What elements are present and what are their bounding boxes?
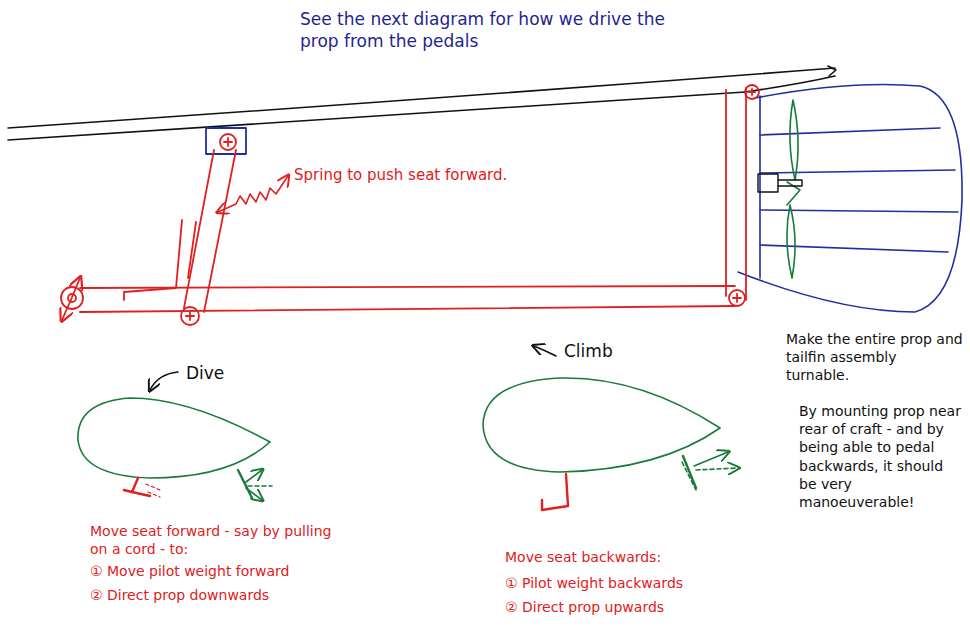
- climb-sketch-stroke: [683, 456, 696, 488]
- seat-frame-stroke: [745, 85, 759, 99]
- seat-frame-stroke: [745, 88, 747, 300]
- propeller: [787, 100, 800, 278]
- seat-frame-stroke: [224, 138, 232, 146]
- instruction: Move seat forward - say by pulling on a …: [90, 522, 340, 558]
- seat-frame-stroke: [733, 294, 741, 302]
- climb-sketch-stroke: [542, 474, 568, 510]
- list-item: ② Direct prop upwards: [505, 598, 664, 616]
- heading: Climb: [564, 340, 613, 362]
- dive-sketch-stroke: [238, 470, 252, 498]
- list-item: ① Pilot weight backwards: [505, 574, 683, 592]
- hull-keel-stroke: [828, 66, 836, 76]
- climb-sketch-stroke: [694, 452, 728, 466]
- seat-frame: [61, 85, 759, 325]
- instruction: Move seat backwards:: [505, 548, 661, 566]
- tail-fin-stroke: [760, 170, 955, 173]
- list-item: ② Direct prop downwards: [90, 586, 269, 604]
- tail-fin-stroke: [759, 96, 761, 278]
- climb-sketch-stroke: [696, 468, 738, 470]
- prop-hub: [758, 174, 802, 192]
- climb-sketch: [483, 346, 738, 510]
- seat-frame-stroke: [749, 89, 755, 95]
- tail-fin: [738, 85, 962, 313]
- seat-frame-stroke: [220, 134, 236, 150]
- seat-frame-stroke: [725, 90, 727, 296]
- climb-sketch-stroke: [534, 346, 556, 356]
- hull-keel: [8, 66, 836, 140]
- seat-frame-stroke: [206, 128, 246, 154]
- prop-hub-stroke: [778, 180, 802, 186]
- tail-fin-stroke: [760, 128, 940, 135]
- spring-stroke: [218, 176, 288, 212]
- seat-frame-stroke: [186, 312, 194, 320]
- list-item: ① Move pilot weight forward: [90, 562, 290, 580]
- hull-keel-stroke: [8, 92, 745, 140]
- hull-keel-stroke: [8, 68, 835, 128]
- dive-sketch-stroke: [150, 372, 178, 390]
- dive-sketch-stroke: [78, 398, 270, 478]
- dive-sketch-stroke: [248, 485, 272, 487]
- tail-fin-stroke: [738, 85, 962, 313]
- seat-frame-stroke: [62, 278, 80, 320]
- note: By mounting prop near rear of craft - an…: [799, 402, 964, 511]
- seat-frame-stroke: [729, 290, 745, 306]
- dive-sketch-stroke: [246, 488, 262, 500]
- prop-hub-stroke: [758, 174, 778, 192]
- seat-frame-stroke: [80, 306, 735, 312]
- heading: Dive: [186, 362, 224, 384]
- dive-sketch-stroke: [146, 484, 160, 497]
- seat-frame-stroke: [188, 222, 196, 278]
- propeller-stroke: [787, 205, 795, 278]
- propeller-stroke: [790, 100, 798, 180]
- dive-sketch-stroke: [246, 470, 262, 482]
- spring: [218, 176, 288, 212]
- dive-sketch-stroke: [124, 478, 150, 496]
- seat-frame-stroke: [181, 307, 199, 325]
- note: See the next diagram for how we drive th…: [300, 8, 690, 52]
- dive-sketch: [78, 372, 272, 500]
- seat-frame-stroke: [80, 286, 735, 288]
- spring-label: Spring to push seat forward.: [294, 166, 507, 186]
- note: Make the entire prop and tailfin assembl…: [786, 330, 964, 385]
